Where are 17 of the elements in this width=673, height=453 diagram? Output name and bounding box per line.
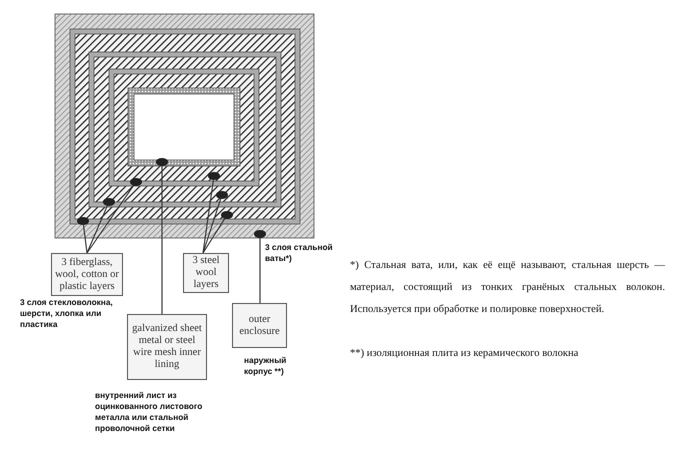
- callout-box: galvanized sheet metal or steel wire mesh inner lining: [127, 314, 207, 380]
- callout-box: outer enclosure: [232, 303, 287, 348]
- callout-box: 3 fiberglass, wool, cotton or plastic layers: [51, 253, 123, 296]
- callout-box: 3 steel wool layers: [183, 253, 229, 293]
- leader-line: [202, 198, 222, 254]
- leader-line: [202, 218, 226, 254]
- leader-line: [202, 180, 214, 254]
- translation-label: 3 слоя стекловолокна, шерсти, хлопка или пластика: [20, 297, 114, 330]
- translation-label: 3 слоя стальной ваты*): [265, 242, 334, 264]
- leader-line: [259, 238, 261, 303]
- leader-line: [82, 224, 88, 254]
- translation-label: наружный корпус **): [244, 355, 288, 377]
- leader-line: [86, 206, 108, 254]
- footnote-text: **) изоляционная плита из керамического волокна: [350, 347, 580, 361]
- translation-label: внутренний лист из оцинкованного листового металла или стальной проволочной сетки: [95, 390, 204, 434]
- footnote-text: *) Стальная вата, или, как её ещё называют, стальная шерсть — материал, состоящий из тонких гранёных стальных волокон. Используется при обработке и полировке поверхностей.: [350, 259, 665, 317]
- leader-line: [161, 166, 163, 314]
